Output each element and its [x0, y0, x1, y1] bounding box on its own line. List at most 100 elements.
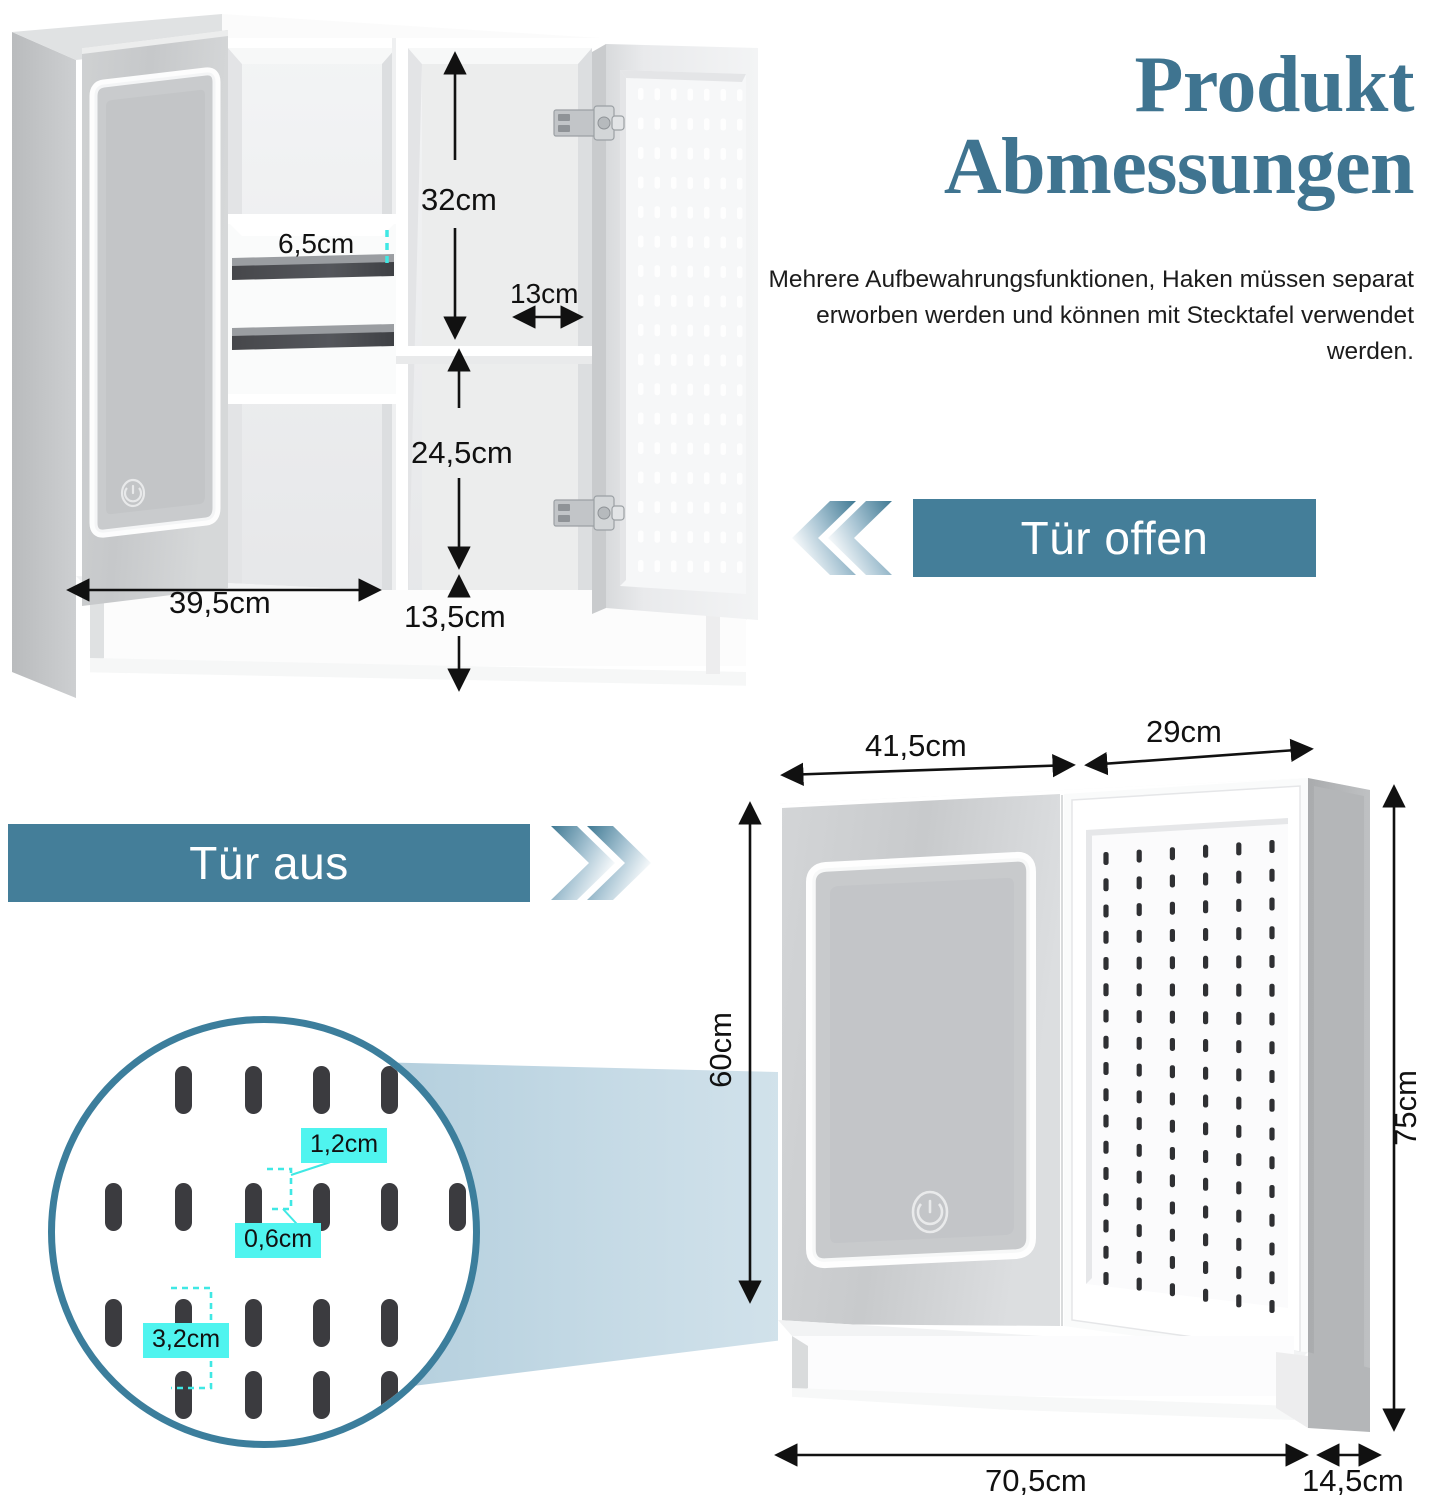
pegboard-slot — [1169, 874, 1175, 888]
pegboard-slot — [1236, 842, 1242, 856]
pegboard-slot — [1236, 898, 1242, 912]
pegboard-slot — [638, 294, 644, 307]
pegboard-slot — [1203, 844, 1209, 858]
pegboard-slot — [1269, 1012, 1275, 1026]
pegboard-slot — [638, 530, 644, 543]
pegboard-slot — [654, 88, 660, 101]
pegboard-slot — [720, 266, 726, 278]
chevron-left-icon — [792, 501, 892, 575]
pegboard-slot — [720, 177, 726, 190]
pegboard-slot — [1203, 1233, 1209, 1247]
pegboard-slot — [1169, 1255, 1175, 1269]
dim-pegboard-door-width: 29cm — [1146, 714, 1222, 749]
pegboard-slot — [720, 325, 726, 337]
pegboard-slot — [737, 384, 743, 397]
pegboard-slot — [654, 206, 660, 219]
pegboard-slot — [1269, 1271, 1275, 1285]
pegboard-slot — [245, 1299, 262, 1347]
pegboard-slot — [638, 442, 644, 454]
pegboard-slot — [654, 442, 660, 455]
pegboard-slot — [737, 295, 743, 308]
pegboard-slot — [671, 265, 677, 278]
pegboard-slot — [671, 560, 677, 573]
pegboard-slot — [720, 443, 726, 455]
pegboard-slot — [1136, 903, 1142, 917]
cabinet-open-svg — [12, 14, 758, 698]
pegboard-slot — [1203, 955, 1209, 969]
pegboard-slot — [1269, 1156, 1275, 1170]
cabinet-door-closed-illustration — [760, 760, 1380, 1440]
pegboard-slot — [1169, 1010, 1175, 1024]
dim-open-shelf-height: 13,5cm — [404, 599, 506, 634]
pegboard-slot — [1103, 1167, 1109, 1180]
pegboard-slot — [175, 1371, 192, 1419]
pegboard-slot — [1203, 1066, 1209, 1080]
pegboard-slot — [720, 502, 726, 514]
pegboard-slot — [687, 206, 693, 219]
pegboard-slot — [638, 412, 644, 425]
pegboard-slot — [654, 147, 660, 160]
pegboard-slot — [1236, 1096, 1242, 1110]
pegboard-slot — [654, 471, 660, 484]
pegboard-slot — [313, 1299, 330, 1347]
pegboard-slot — [105, 1183, 122, 1231]
pegboard-slot — [1136, 876, 1142, 890]
pegboard-slot — [1103, 957, 1109, 970]
pegboard-slot — [638, 88, 644, 100]
pegboard-slot — [671, 353, 677, 366]
pegboard-slot — [671, 88, 677, 101]
pegboard-slot — [1236, 1181, 1242, 1195]
pegboard-slot — [654, 501, 660, 514]
pegboard-slot — [1103, 1009, 1109, 1023]
page-subtitle: Mehrere Aufbewahrungsfunktionen, Haken m… — [768, 266, 1414, 365]
pegboard-slot — [704, 501, 710, 514]
pegboard-slot — [245, 1183, 262, 1231]
pegboard-slot — [704, 531, 710, 544]
pegboard-slot — [1136, 956, 1142, 970]
pegboard-slot — [704, 442, 710, 455]
pegboard-slot — [381, 1183, 398, 1231]
pegboard-slot — [687, 383, 693, 396]
pegboard-slot — [704, 206, 710, 219]
pegboard-slot — [1269, 1213, 1275, 1227]
pegboard-slot — [1236, 1153, 1242, 1167]
pegboard-slot — [704, 472, 710, 485]
pegboard-slot — [1136, 1277, 1142, 1291]
pegboard-slot — [1136, 1036, 1142, 1050]
pegboard-slot — [671, 383, 677, 396]
pegboard-slot — [1269, 1242, 1275, 1256]
pegboard-slot — [687, 324, 693, 337]
pegboard-slot — [1103, 1114, 1109, 1128]
pegboard-slot — [1136, 1197, 1142, 1211]
pegboard-slot — [1203, 1205, 1209, 1219]
pegboard-slot — [1269, 1041, 1275, 1055]
pegboard-slot — [687, 295, 693, 308]
pegboard-slot — [671, 235, 677, 248]
dim-lower-compartment: 24,5cm — [411, 435, 513, 470]
pegboard-slot — [737, 531, 743, 544]
pegboard-slot — [654, 176, 660, 189]
pegboard-slot — [1269, 1300, 1275, 1313]
pegboard-slot — [704, 118, 710, 131]
pegboard-slot — [638, 353, 644, 366]
dim-depth: 14,5cm — [1302, 1463, 1404, 1498]
pegboard-slot — [1236, 1124, 1242, 1138]
pegboard-slot — [737, 236, 743, 249]
label-slot-width: 1,2cm — [301, 1128, 388, 1163]
pegboard-slot — [1269, 955, 1275, 968]
banner-door-open-label: Tür offen — [1020, 512, 1209, 564]
pegboard-slot — [381, 1371, 398, 1419]
pegboard-slot — [1203, 1039, 1209, 1053]
pegboard-slot — [1236, 1040, 1242, 1054]
pegboard-slot — [737, 207, 743, 220]
pegboard-slot — [175, 1183, 192, 1231]
pegboard-slot — [449, 1183, 466, 1231]
pegboard-slot — [671, 294, 677, 307]
pegboard-slot — [1269, 1070, 1275, 1083]
pegboard-slot — [1136, 1090, 1142, 1104]
pegboard-slot — [737, 472, 743, 485]
pegboard-slot — [1169, 1201, 1175, 1215]
pegboard-slot — [1169, 1283, 1175, 1297]
pegboard-slot — [245, 1371, 262, 1419]
pegboard-slot — [638, 206, 644, 218]
